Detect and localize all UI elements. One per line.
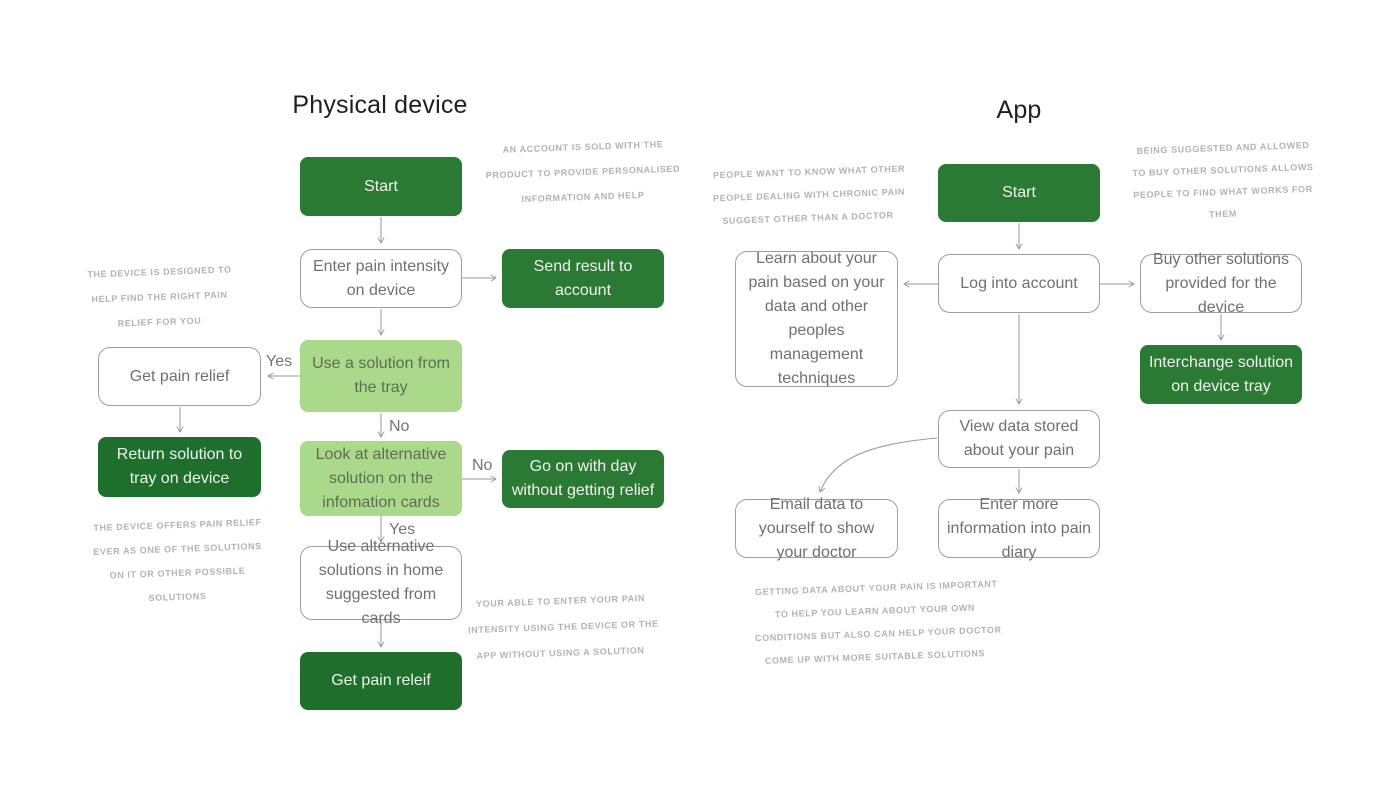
- section-title-app: App: [996, 96, 1042, 124]
- edge-app-view-email: [818, 437, 938, 493]
- node-app-enter-more-information: Enter more information into pain diary: [938, 496, 1100, 561]
- node-pd-use-alternative-solutions: Use alternative solutions in home sugges…: [300, 538, 462, 627]
- node-app-start: Start: [938, 164, 1100, 222]
- node-label: Enter more information into pain diary: [946, 495, 1092, 561]
- node-label: Use alternative solutions in home sugges…: [318, 538, 444, 627]
- node-label: Look at alternative solution on the info…: [315, 445, 447, 511]
- node-app-learn-about-pain: Learn about your pain based on your data…: [735, 250, 898, 387]
- node-label: Return solution to tray on device: [116, 446, 243, 487]
- node-pd-enter-pain-intensity: Enter pain intensity on device: [300, 249, 462, 308]
- node-pd-go-on-with-day: Go on with day without getting relief: [502, 450, 664, 508]
- node-app-view-data-stored: View data stored about your pain: [938, 410, 1100, 468]
- edge-label-no-look-alternative: No: [472, 457, 493, 474]
- flow-edges: [176, 217, 1225, 648]
- node-label: Interchange solution on device tray: [1148, 353, 1294, 395]
- node-label: Start: [364, 177, 398, 195]
- node-label: Get pain relief: [129, 367, 230, 385]
- edge-label-yes-look-alternative: Yes: [389, 521, 416, 538]
- node-pd-get-pain-releif: Get pain releif: [300, 652, 462, 710]
- node-label: Buy other solutions provided for the dev…: [1152, 250, 1290, 316]
- node-label: View data stored about your pain: [959, 418, 1079, 459]
- node-app-buy-other-solutions: Buy other solutions provided for the dev…: [1140, 251, 1302, 316]
- node-label: Enter pain intensity on device: [312, 257, 450, 299]
- node-pd-look-alternative: Look at alternative solution on the info…: [300, 441, 462, 516]
- node-app-interchange-solution: Interchange solution on device tray: [1140, 345, 1302, 404]
- edge-label-yes-use-solution: Yes: [266, 353, 293, 370]
- annotation-getting-data: GETTING DATA ABOUT YOUR PAIN IS IMPORTAN…: [754, 578, 1002, 666]
- node-pd-start: Start: [300, 157, 462, 216]
- node-pd-send-result: Send result to account: [502, 249, 664, 308]
- node-pd-get-pain-relief: Get pain relief: [98, 347, 261, 406]
- node-label: Send result to account: [533, 257, 633, 299]
- node-app-log-into-account: Log into account: [938, 254, 1100, 313]
- node-label: Get pain releif: [331, 672, 431, 689]
- section-title-physical-device: Physical device: [292, 91, 468, 119]
- node-pd-use-solution-from-tray: Use a solution from the tray: [300, 340, 462, 412]
- node-label: Use a solution from the tray: [312, 355, 450, 396]
- node-label: Start: [1002, 184, 1036, 201]
- node-app-email-data: Email data to yourself to show your doct…: [735, 496, 898, 561]
- node-pd-return-solution: Return solution to tray on device: [98, 437, 261, 497]
- edge-label-no-use-solution: No: [389, 418, 410, 435]
- node-label: Log into account: [960, 274, 1078, 292]
- node-label: Go on with day without getting relief: [511, 458, 655, 499]
- node-label: Learn about your pain based on your data…: [748, 250, 885, 387]
- node-label: Email data to yourself to show your doct…: [758, 495, 875, 561]
